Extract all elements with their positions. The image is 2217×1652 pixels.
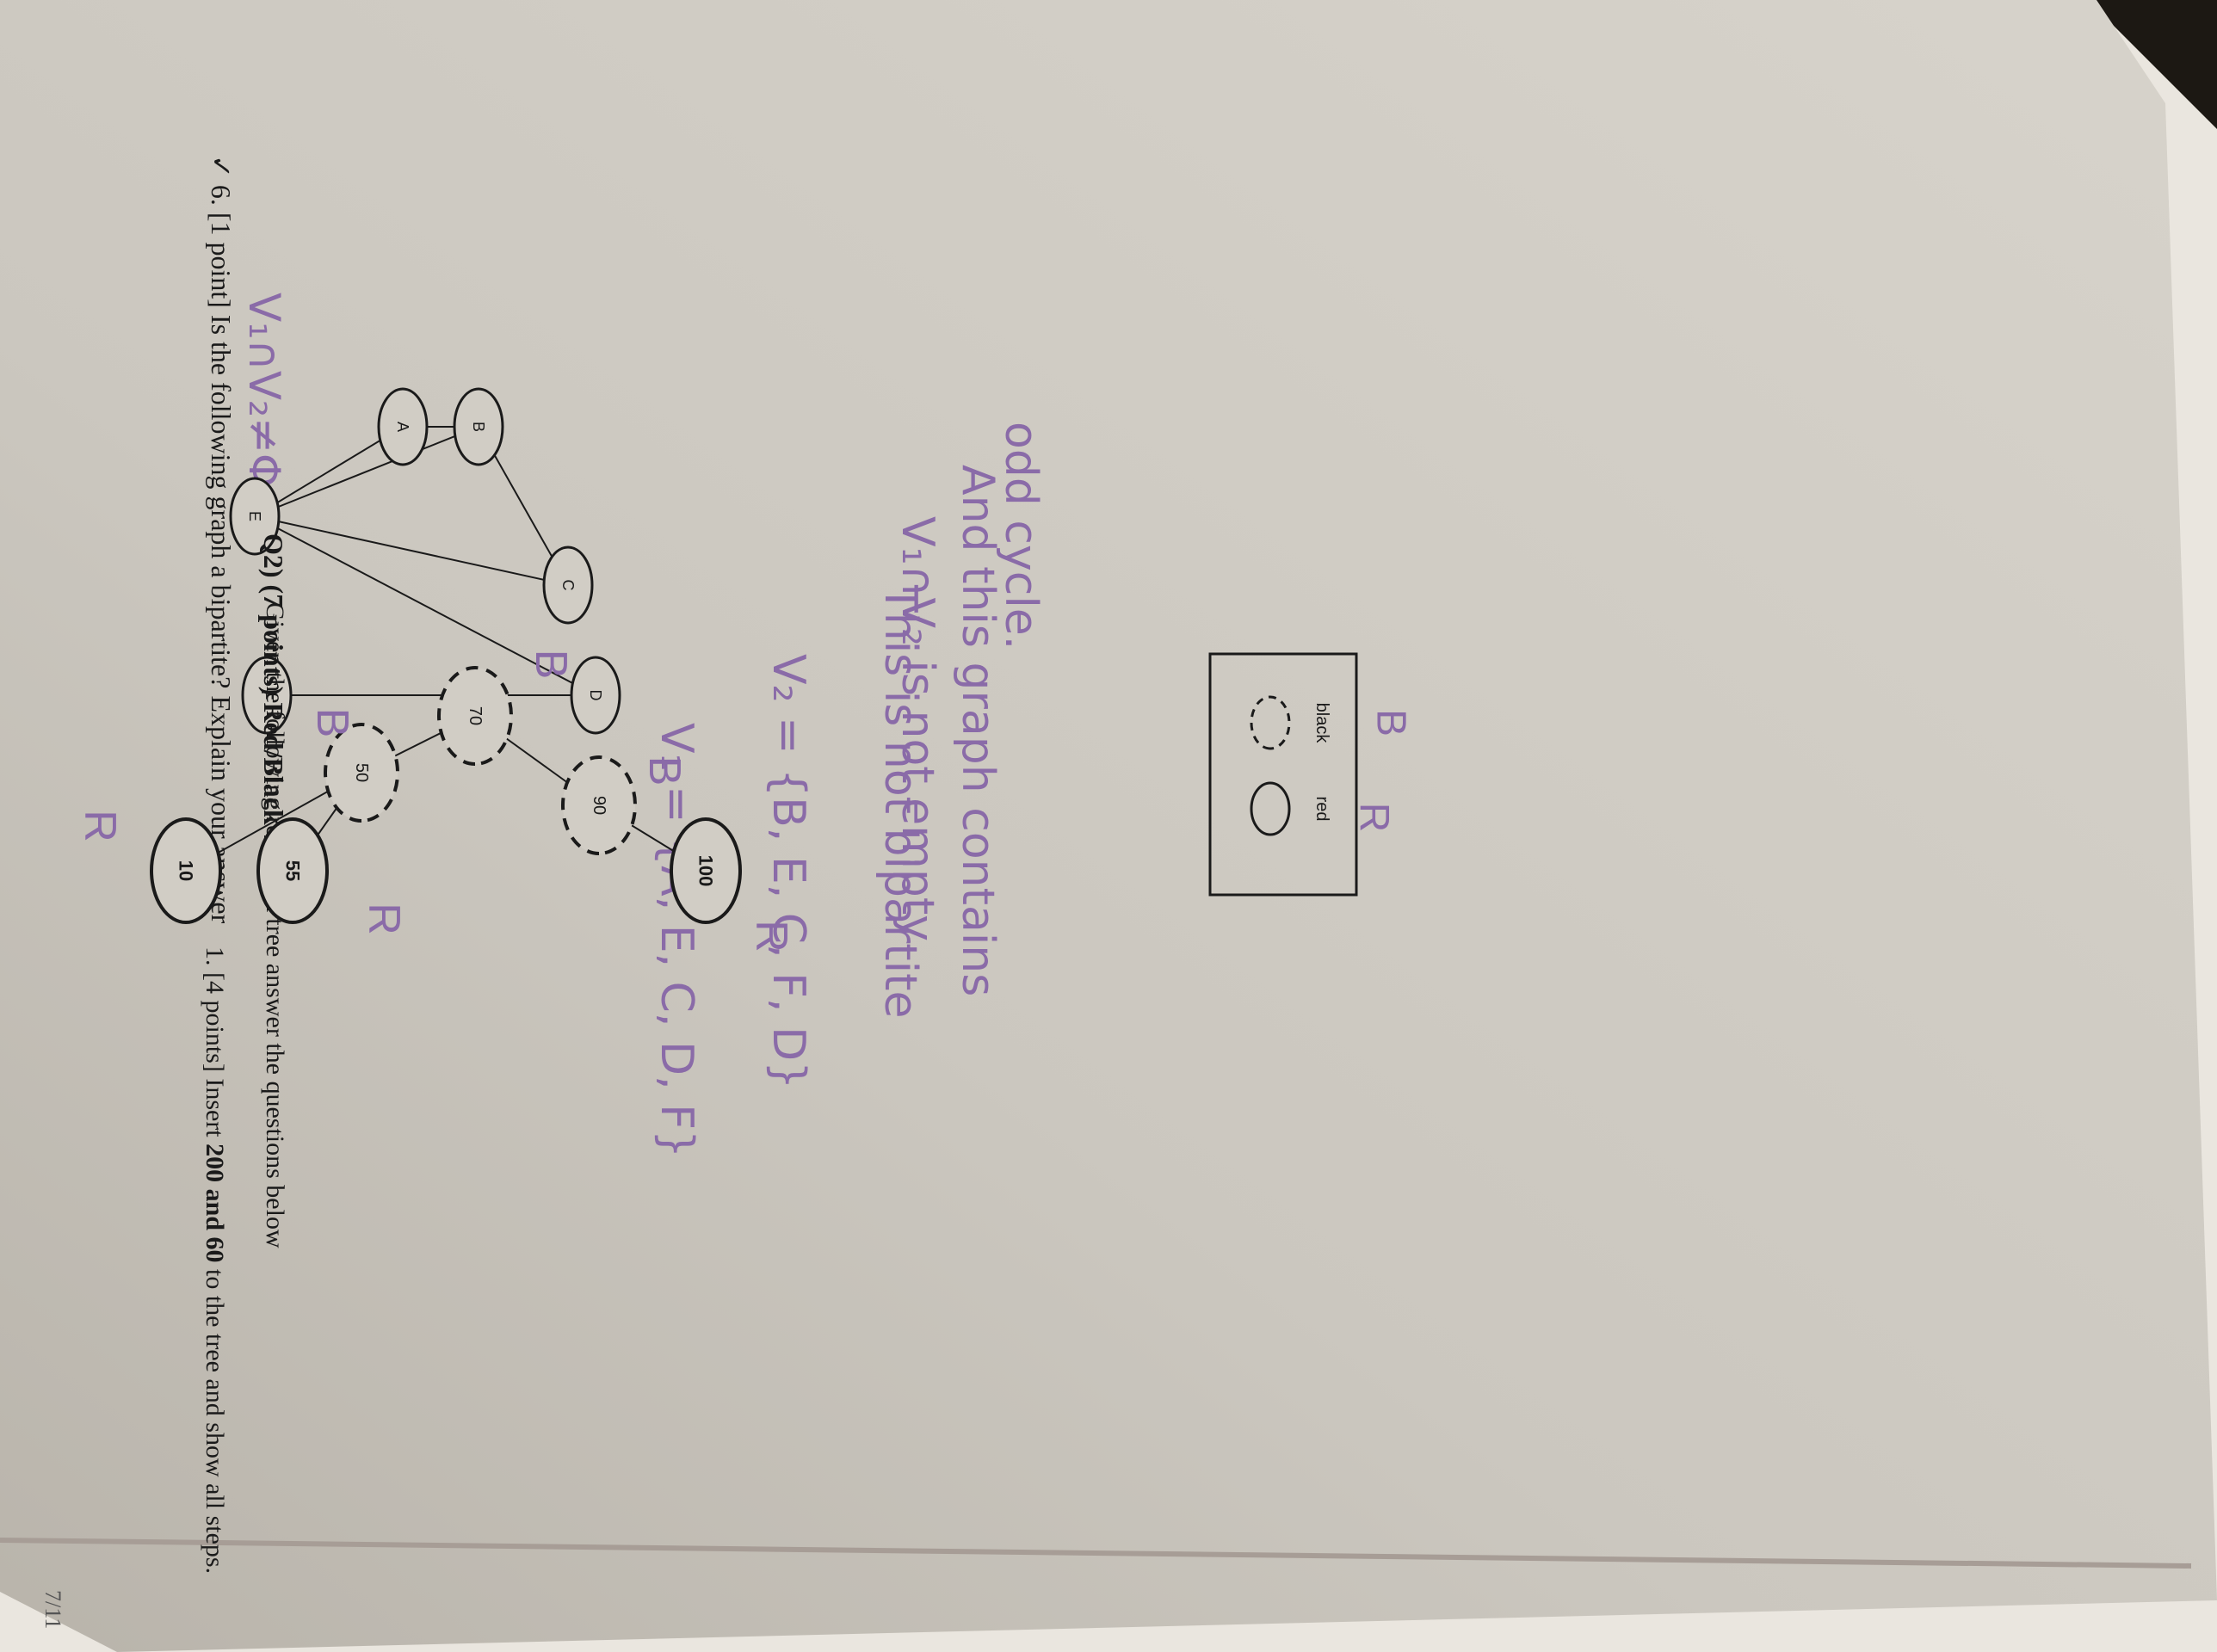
graph-node-c-label: C [559,580,577,591]
graph-node-d-label: D [587,690,604,701]
tree-node-55-label: 55 [282,860,304,881]
tree-node-70 [437,666,513,766]
graph-node-b [453,387,504,466]
annotation-100: R [746,920,796,952]
edge-e-c [254,515,569,586]
insert-task-suffix: to the tree and show all steps. [201,1262,229,1575]
annotation-70: B [526,650,576,680]
tree-node-10-label: 10 [176,860,197,881]
graph-node-a [377,387,429,466]
graph-node-b-label: B [470,422,487,432]
annotation-90: B [639,756,689,786]
legend-black-label: black [1312,703,1331,744]
tree-node-70-label: 70 [466,706,485,725]
insert-task-prefix: [4 points] Insert [201,972,229,1144]
annotation-10: R [75,810,125,842]
edge-a-e [254,426,404,517]
graph-node-a-label: A [394,422,411,432]
insert-task: 1. [4 points] Insert 200 and 60 to the t… [200,946,229,1574]
page-number: 7/11 [40,1590,65,1630]
graph-node-e [229,477,281,556]
tree-node-50 [324,723,399,823]
insert-task-number: 1. [201,946,229,966]
graph-node-e-label: E [246,511,263,521]
legend-black-annotation: B [1368,709,1414,737]
graph-node-f [241,656,293,735]
tree-node-90-label: 90 [590,796,608,815]
graph-node-c [542,546,594,625]
tree-node-100-label: 100 [695,855,717,887]
legend-black-symbol [1250,695,1291,750]
tree-node-10 [150,817,222,924]
legend-red-symbol [1250,781,1291,836]
graph-node-f-label: F [258,691,275,700]
tree-node-55 [256,817,329,924]
tree-node-90 [561,755,637,855]
legend-box: black red B R [1208,652,1414,897]
graph-node-d [570,656,621,735]
legend-red-label: red [1312,797,1331,822]
page-edge-line [0,1538,2192,1569]
legend-frame [1208,652,1358,897]
tree-node-50-label: 50 [352,763,371,782]
edge-e-d [254,515,596,696]
tree-node-100 [670,817,742,924]
annotation-55: R [359,903,409,935]
edge-b-e [254,426,479,517]
legend-red-annotation: R [1351,803,1397,833]
insert-task-values: 200 and 60 [201,1143,229,1263]
annotation-50: B [307,708,357,738]
